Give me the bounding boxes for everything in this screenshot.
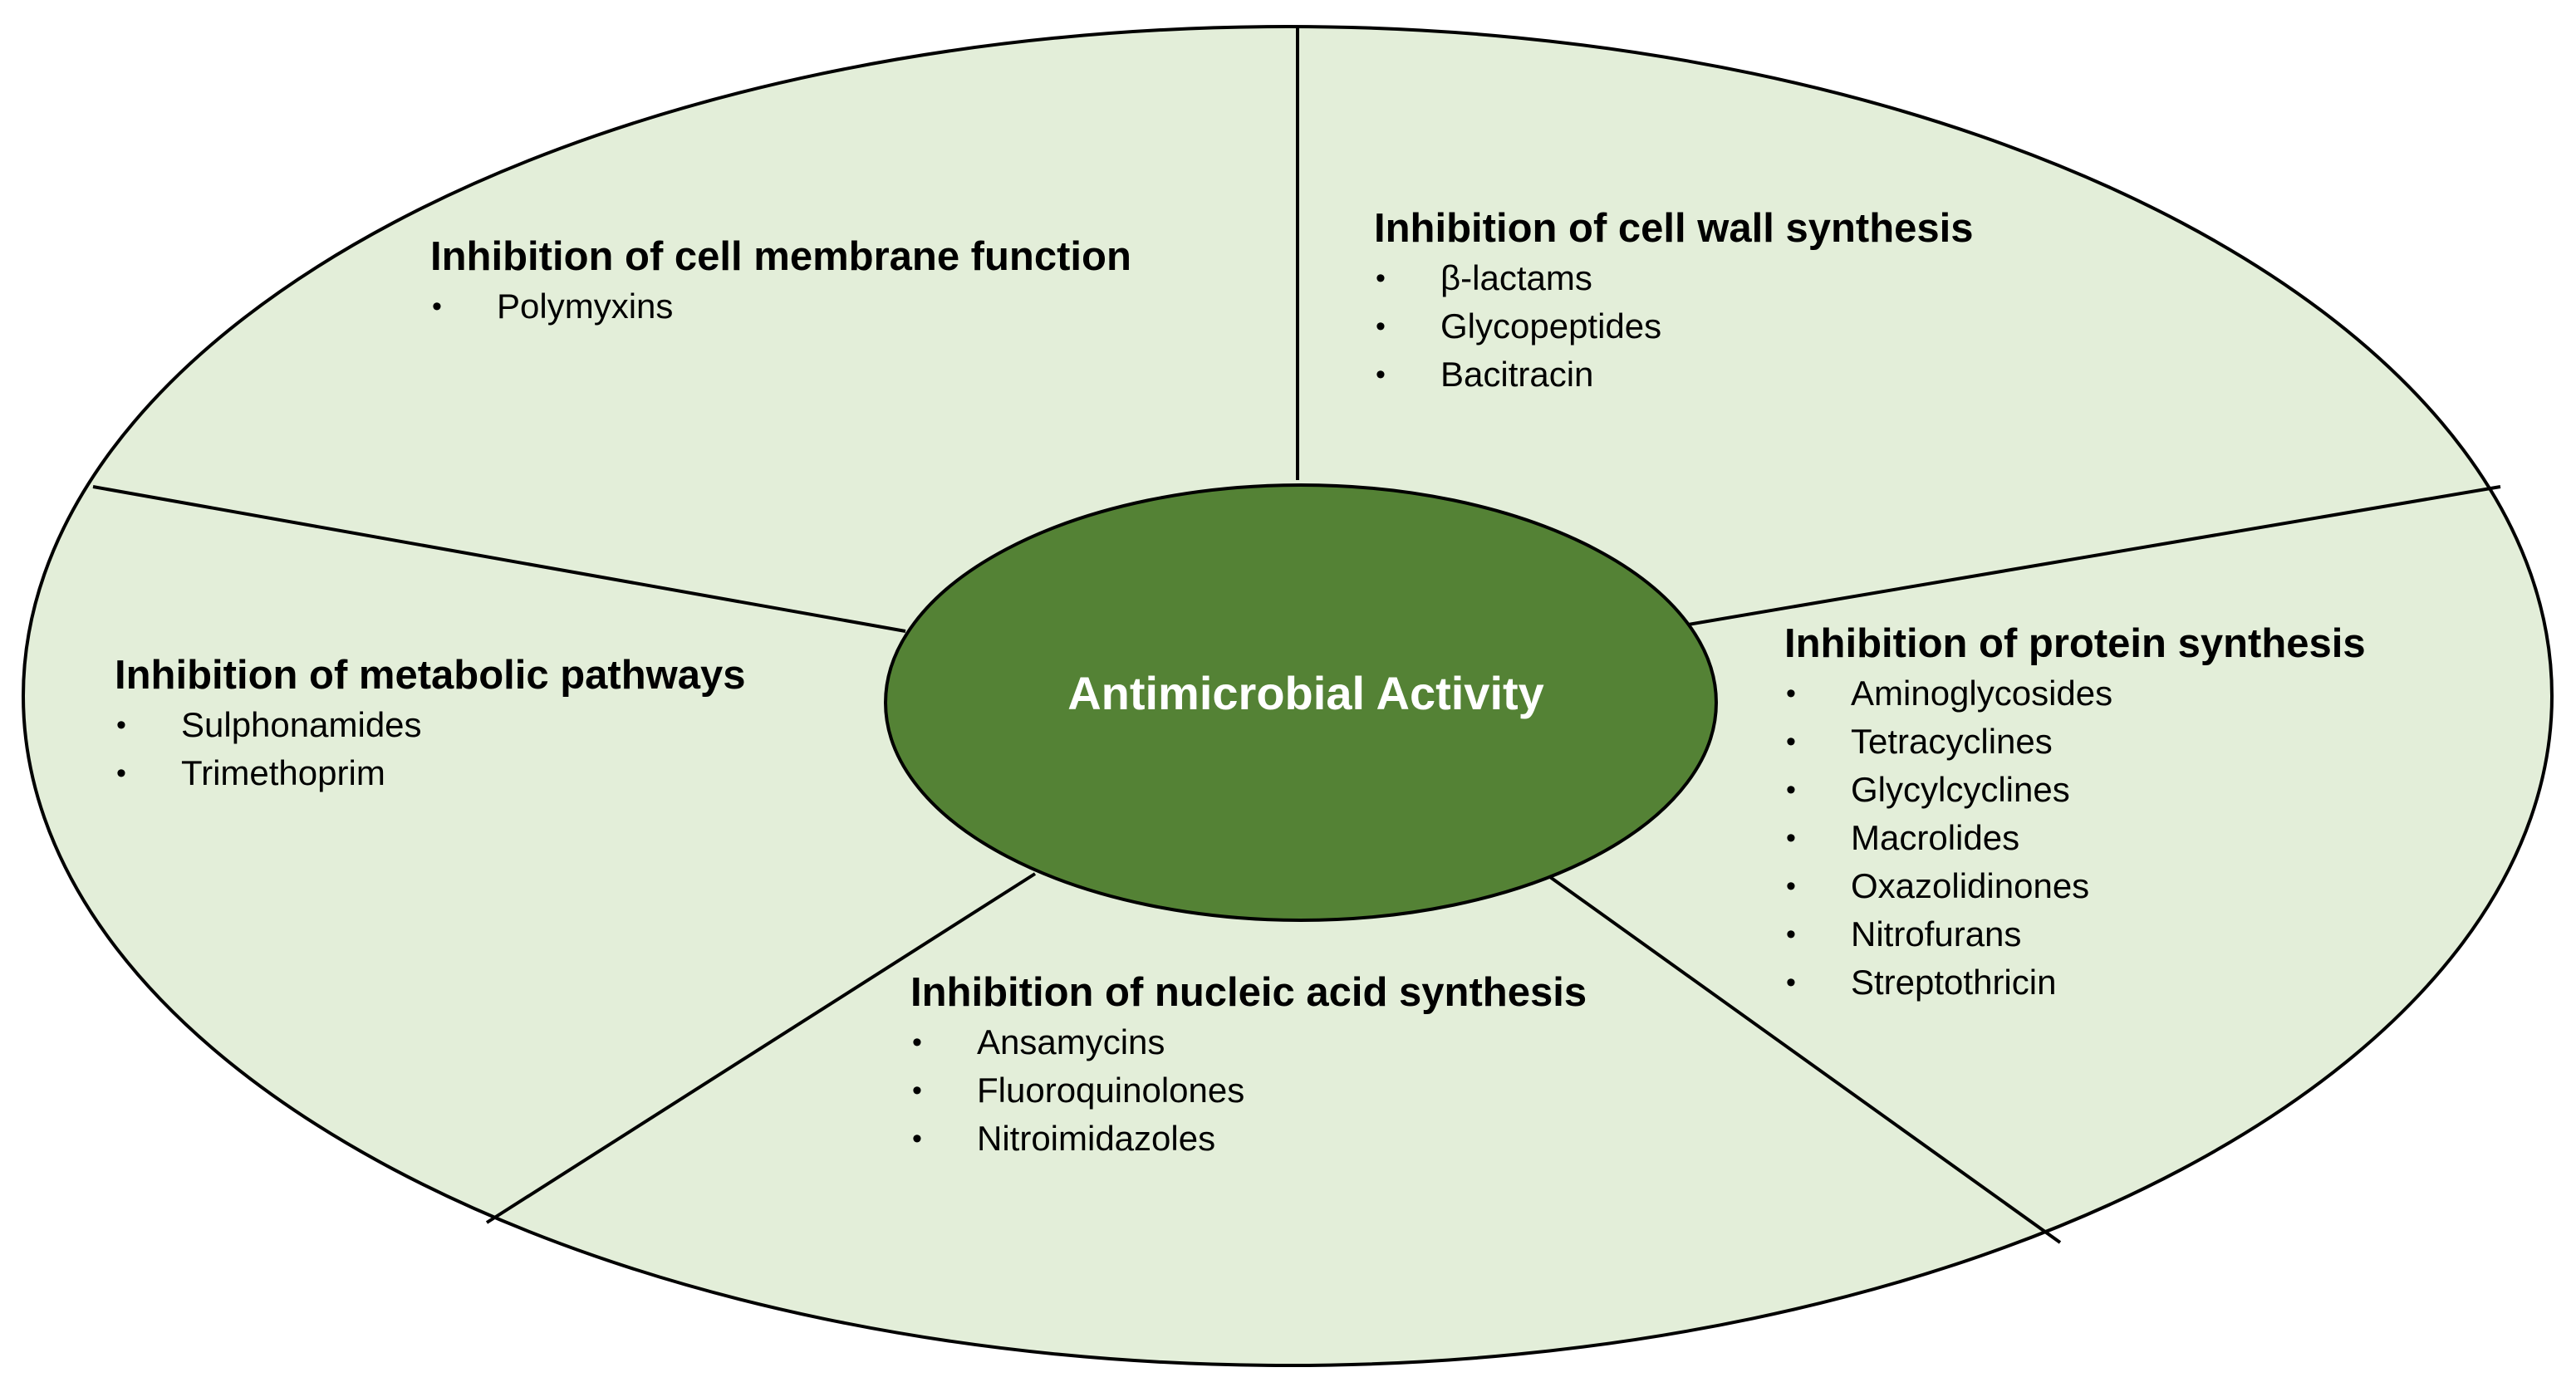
segment-title: Inhibition of nucleic acid synthesis bbox=[910, 970, 1587, 1015]
list-item: Streptothricin bbox=[1784, 958, 2366, 1007]
list-item: Nitrofurans bbox=[1784, 910, 2366, 958]
segment-nucleic-acid-synthesis: Inhibition of nucleic acid synthesis Ans… bbox=[910, 967, 1587, 1163]
list-item: Glycopeptides bbox=[1374, 302, 1974, 350]
list-item: Trimethoprim bbox=[115, 749, 746, 797]
segment-item-list: β-lactams Glycopeptides Bacitracin bbox=[1374, 254, 1974, 399]
divider-lower-left bbox=[485, 872, 1037, 1224]
list-item: Glycylcyclines bbox=[1784, 766, 2366, 814]
list-item: Nitroimidazoles bbox=[910, 1115, 1587, 1163]
list-item: Macrolides bbox=[1784, 814, 2366, 862]
divider-upper-left bbox=[92, 485, 906, 633]
segment-item-list: Aminoglycosides Tetracyclines Glycylcycl… bbox=[1784, 669, 2366, 1007]
list-item: Polymyxins bbox=[430, 282, 1131, 331]
list-item: Fluoroquinolones bbox=[910, 1066, 1587, 1115]
segment-metabolic-pathways: Inhibition of metabolic pathways Sulphon… bbox=[115, 649, 746, 797]
segment-title: Inhibition of cell wall synthesis bbox=[1374, 206, 1974, 251]
segment-cell-membrane: Inhibition of cell membrane function Pol… bbox=[430, 231, 1131, 331]
segment-protein-synthesis: Inhibition of protein synthesis Aminogly… bbox=[1784, 618, 2366, 1007]
segment-item-list: Sulphonamides Trimethoprim bbox=[115, 701, 746, 797]
segment-cell-wall: Inhibition of cell wall synthesis β-lact… bbox=[1374, 203, 1974, 399]
segment-item-list: Ansamycins Fluoroquinolones Nitroimidazo… bbox=[910, 1018, 1587, 1163]
list-item: Oxazolidinones bbox=[1784, 862, 2366, 910]
list-item: Tetracyclines bbox=[1784, 718, 2366, 766]
segment-title: Inhibition of metabolic pathways bbox=[115, 653, 746, 698]
list-item: β-lactams bbox=[1374, 254, 1974, 302]
divider-lower-right bbox=[1548, 875, 2062, 1244]
list-item: Aminoglycosides bbox=[1784, 669, 2366, 718]
segment-title: Inhibition of protein synthesis bbox=[1784, 621, 2366, 666]
segment-item-list: Polymyxins bbox=[430, 282, 1131, 331]
center-label: Antimicrobial Activity bbox=[1067, 667, 1544, 719]
list-item: Ansamycins bbox=[910, 1018, 1587, 1066]
segment-title: Inhibition of cell membrane function bbox=[430, 234, 1131, 279]
center-ellipse bbox=[884, 483, 1718, 922]
list-item: Bacitracin bbox=[1374, 350, 1974, 399]
divider-upper-right bbox=[1687, 485, 2501, 626]
list-item: Sulphonamides bbox=[115, 701, 746, 749]
